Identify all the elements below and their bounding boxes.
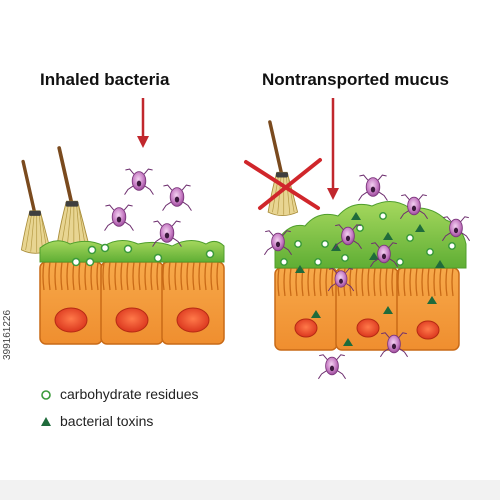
- cilium: [126, 261, 129, 291]
- cilium: [210, 261, 213, 291]
- cilium: [114, 261, 117, 291]
- cilium: [204, 261, 207, 291]
- cilium: [168, 261, 171, 291]
- carbohydrate-legend-icon: [41, 390, 51, 400]
- cilium: [385, 267, 388, 297]
- cilium: [180, 261, 183, 291]
- bacterium-icon: [317, 354, 347, 380]
- nucleus: [356, 318, 380, 338]
- cilia-right: [277, 267, 454, 297]
- cilium: [451, 267, 454, 297]
- cilium: [307, 267, 310, 297]
- cilium: [421, 267, 424, 297]
- carbohydrate-residues-left: [71, 243, 215, 267]
- legend: [41, 390, 51, 426]
- nucleus: [416, 320, 440, 340]
- cilium: [156, 261, 159, 291]
- cilium: [174, 261, 177, 291]
- left-panel: [19, 98, 225, 345]
- title-nontransported-mucus: Nontransported mucus: [262, 70, 450, 89]
- broom-icon: [266, 120, 300, 218]
- cilium: [313, 267, 316, 297]
- title-inhaled-bacteria: Inhaled bacteria: [40, 70, 170, 89]
- bacterium-icon: [162, 184, 192, 212]
- cilium: [355, 267, 358, 297]
- cilium: [403, 267, 406, 297]
- inhaled-arrow: [137, 98, 149, 148]
- stock-id: 399161226: [2, 309, 13, 360]
- cilium: [445, 267, 448, 297]
- cilium: [216, 261, 219, 291]
- cilium: [144, 261, 147, 291]
- bacterial-toxins-right: [295, 212, 445, 346]
- toxin-legend-icon: [41, 417, 51, 426]
- cilium: [84, 261, 87, 291]
- cilium: [162, 261, 165, 291]
- cilium: [78, 261, 81, 291]
- cilium: [150, 261, 153, 291]
- nucleus: [294, 318, 318, 338]
- cilium: [277, 267, 280, 297]
- broom-icon: [19, 159, 53, 256]
- bacteria-left: [104, 168, 192, 248]
- nucleus: [115, 307, 149, 333]
- carbohydrate-residues-right: [280, 212, 456, 266]
- cilium: [54, 261, 57, 291]
- cilium: [289, 267, 292, 297]
- cilium: [186, 261, 189, 291]
- cilium: [331, 267, 334, 297]
- cilium: [367, 267, 370, 297]
- cilium: [108, 261, 111, 291]
- broom-icon: [55, 146, 91, 249]
- bacterium-icon: [104, 204, 134, 232]
- legend-toxins-label: bacterial toxins: [60, 413, 154, 429]
- cross-icon: [244, 158, 322, 210]
- cilium: [361, 267, 364, 297]
- cilium: [192, 261, 195, 291]
- right-panel: [244, 98, 471, 380]
- cilium: [349, 267, 352, 297]
- mucus-layer-left: [39, 240, 225, 263]
- cilium: [373, 267, 376, 297]
- bottom-bar: [0, 480, 500, 500]
- nontransported-arrow: [327, 98, 339, 200]
- cilium: [409, 267, 412, 297]
- cilium: [379, 267, 382, 297]
- bacterium-icon: [358, 174, 388, 202]
- cilium: [433, 267, 436, 297]
- cilium: [120, 261, 123, 291]
- cilium: [132, 261, 135, 291]
- cilium: [415, 267, 418, 297]
- cilium: [427, 267, 430, 297]
- cilium: [397, 267, 400, 297]
- nucleus: [176, 307, 210, 333]
- cilium: [439, 267, 442, 297]
- epithelial-cells-left: [39, 261, 225, 345]
- cilium: [319, 267, 322, 297]
- cilium: [96, 261, 99, 291]
- cilium: [60, 261, 63, 291]
- cilium: [42, 261, 45, 291]
- cilium: [391, 267, 394, 297]
- legend-carbohydrate-label: carbohydrate residues: [60, 386, 199, 402]
- cilium: [66, 261, 69, 291]
- cilium: [138, 261, 141, 291]
- cilium: [48, 261, 51, 291]
- cilium: [198, 261, 201, 291]
- cilium: [102, 261, 105, 291]
- bacterium-icon: [124, 168, 154, 196]
- cilium: [283, 267, 286, 297]
- cilium: [325, 267, 328, 297]
- nucleus: [54, 307, 88, 333]
- mucus-layer-right: [274, 201, 467, 269]
